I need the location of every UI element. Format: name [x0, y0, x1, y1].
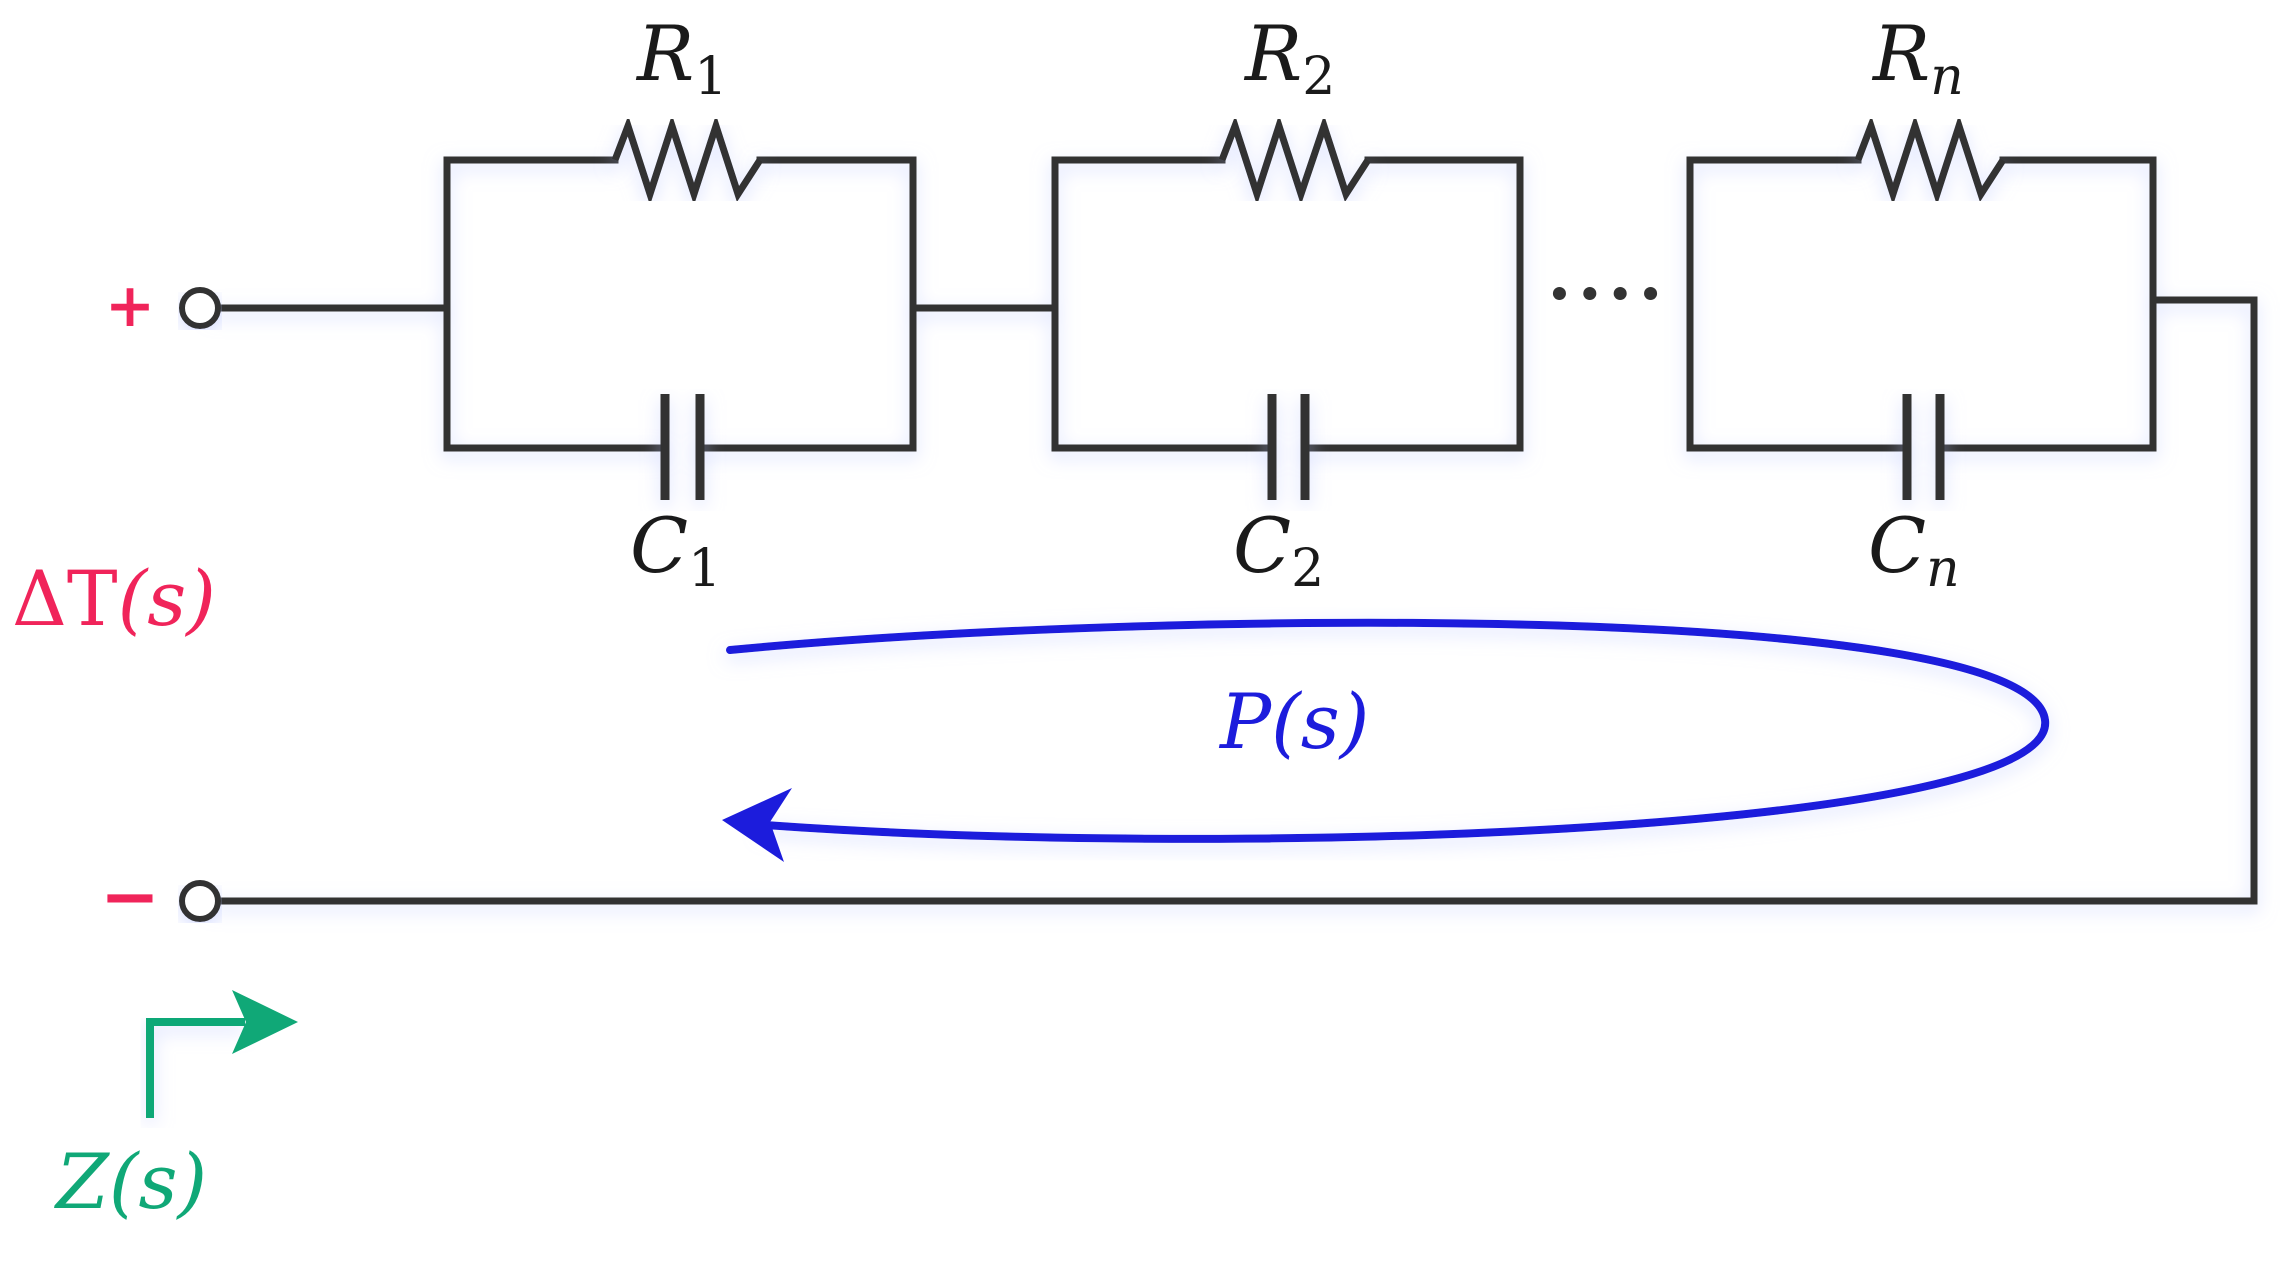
resistor-n-label: Rn: [1871, 9, 1964, 107]
capacitor-n-label: Cn: [1868, 501, 1960, 599]
impedance-arrow-icon: [146, 1018, 245, 1118]
capacitor-1-symbol: [660, 394, 705, 500]
stage-ellipsis: ····: [1547, 252, 1668, 335]
negative-terminal-sign: −: [100, 853, 160, 938]
capacitor-n-symbol: [1902, 394, 1945, 500]
terminals: + −: [100, 271, 221, 938]
resistor-2-label: R2: [1243, 9, 1335, 107]
power-flow-loop-arrow: [726, 618, 2050, 843]
positive-terminal-sign: +: [105, 271, 155, 341]
return-wire: [211, 296, 2258, 905]
circuit-wiring: [211, 156, 2258, 905]
stage-1-box-wire: [443, 156, 917, 452]
resistor-1-symbol: [611, 114, 763, 206]
capacitors: [660, 394, 1945, 500]
resistor-n-symbol: [1854, 114, 2006, 206]
capacitor-1-label: C1: [630, 501, 721, 599]
stage-n-box-wire: [1686, 156, 2157, 452]
resistor-2-symbol: [1218, 114, 1371, 206]
resistor-1-label: R1: [635, 9, 727, 107]
impedance-arrowhead-icon: [232, 990, 298, 1054]
positive-terminal-circle[interactable]: [179, 287, 221, 329]
power-flow-arrowhead-icon: [722, 788, 792, 862]
resistors: [611, 114, 2006, 206]
power-flow-label: P(s): [1218, 677, 1369, 766]
impedance-label: Z(s): [54, 1137, 207, 1226]
negative-terminal-circle[interactable]: [179, 880, 221, 922]
capacitor-2-label: C2: [1233, 501, 1324, 599]
temperature-difference-label: ΔT(s): [12, 554, 216, 643]
stage-2-box-wire: [1051, 156, 1524, 452]
capacitor-2-symbol: [1267, 394, 1310, 500]
